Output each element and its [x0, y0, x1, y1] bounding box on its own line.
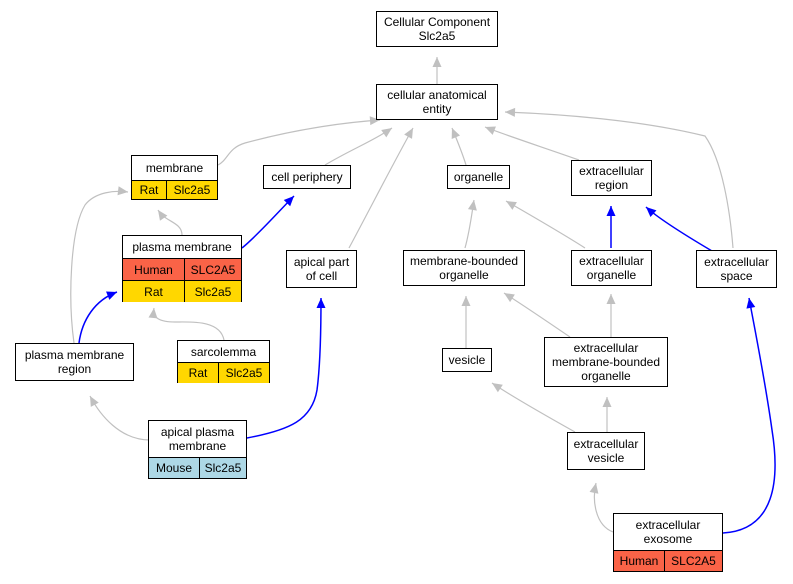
annotation-row: Rat Slc2a5: [178, 362, 269, 383]
node-apical-part-of-cell[interactable]: apical part of cell: [286, 250, 357, 288]
edge-ec-vesicle-to-vesicle: [491, 382, 576, 433]
arrowhead: [404, 128, 413, 139]
arrowhead: [369, 116, 380, 126]
node-membrane[interactable]: membrane Rat Slc2a5: [131, 155, 218, 200]
species-cell: Rat: [123, 281, 184, 302]
arrowhead: [589, 483, 599, 494]
arrowhead: [602, 397, 612, 407]
edge-ec-space-to-cae: [504, 111, 734, 249]
node-cellular-component[interactable]: Cellular Component Slc2a5: [376, 11, 498, 47]
node-label: cellular anatomical entity: [387, 88, 487, 116]
edge-apical-pm-to-pm-region: [89, 395, 151, 441]
arrowhead: [316, 298, 326, 309]
arrowhead: [606, 206, 616, 216]
edge-apical-pm-to-apical-part: [246, 297, 322, 439]
node-label: plasma membrane: [132, 240, 232, 254]
arrowhead: [606, 294, 616, 304]
node-label: extracellular vesicle: [573, 437, 639, 465]
edge-ec-mbo-to-mbo: [503, 292, 571, 338]
node-label: sarcolemma: [190, 344, 257, 359]
node-label: extracellular space: [704, 255, 769, 283]
arrowhead: [90, 396, 99, 407]
arrowhead: [505, 107, 516, 117]
node-label: organelle: [453, 170, 504, 184]
arrowhead: [283, 196, 294, 207]
arrowhead: [646, 207, 657, 218]
node-extracellular-vesicle[interactable]: extracellular vesicle: [567, 432, 645, 470]
annotation-row: Rat Slc2a5: [123, 280, 241, 302]
node-label: membrane: [145, 161, 204, 175]
node-organelle[interactable]: organelle: [447, 165, 510, 189]
annotation-row: Rat Slc2a5: [132, 180, 217, 199]
edge-exosome-to-ec-space: [722, 297, 776, 534]
arrowhead: [451, 128, 460, 139]
node-label: cell periphery: [271, 170, 343, 184]
node-label: Cellular Component Slc2a5: [383, 15, 491, 43]
node-extracellular-membrane-bounded-organelle[interactable]: extracellular membrane-bounded organelle: [544, 337, 668, 387]
species-cell: Rat: [132, 181, 166, 199]
arrowhead: [106, 291, 117, 300]
arrowhead: [432, 57, 442, 67]
edge-ec-region-to-cae: [484, 126, 580, 161]
arrowhead: [461, 296, 471, 306]
gene-cell: Slc2a5: [199, 458, 246, 478]
node-plasma-membrane-region[interactable]: plasma membrane region: [15, 343, 134, 381]
node-cell-periphery[interactable]: cell periphery: [263, 165, 351, 189]
species-cell: Rat: [178, 363, 218, 383]
edge-cell-periphery-to-cae: [324, 127, 393, 166]
gene-cell: Slc2a5: [218, 363, 269, 383]
gene-cell: Slc2a5: [184, 281, 241, 302]
arrowhead: [492, 383, 503, 393]
edge-apical-part-to-cae: [348, 127, 414, 249]
gene-cell: SLC2A5: [664, 551, 722, 571]
node-cellular-anatomical-entity[interactable]: cellular anatomical entity: [376, 84, 498, 120]
arrowhead: [504, 293, 515, 303]
node-sarcolemma[interactable]: sarcolemma Rat Slc2a5: [177, 340, 270, 383]
node-plasma-membrane[interactable]: plasma membrane Human SLC2A5 Rat Slc2a5: [122, 235, 242, 302]
gene-cell: SLC2A5: [184, 259, 241, 280]
species-cell: Human: [123, 259, 184, 280]
edge-pm-to-cell-periphery: [241, 195, 295, 249]
arrowhead: [381, 128, 392, 138]
node-label: extracellular region: [579, 164, 644, 192]
node-label: vesicle: [448, 353, 486, 367]
species-cell: Human: [614, 551, 664, 571]
node-membrane-bounded-organelle[interactable]: membrane-bounded organelle: [403, 250, 525, 286]
arrowhead: [485, 126, 496, 135]
node-label: extracellular membrane-bounded organelle: [551, 341, 661, 383]
node-label: plasma membrane region: [24, 348, 125, 376]
node-extracellular-space[interactable]: extracellular space: [696, 250, 777, 288]
node-vesicle[interactable]: vesicle: [442, 348, 492, 372]
edge-ec-organelle-to-organelle: [505, 200, 586, 249]
arrowhead: [158, 210, 168, 221]
edge-pm-region-to-membrane: [70, 190, 129, 344]
node-apical-plasma-membrane[interactable]: apical plasma membrane Mouse Slc2a5: [148, 420, 247, 479]
node-label: extracellular exosome: [635, 518, 701, 546]
node-label: membrane-bounded organelle: [409, 254, 519, 282]
annotation-row: Human SLC2A5: [123, 258, 241, 280]
node-label: extracellular organelle: [579, 254, 644, 282]
edge-pm-region-to-pm: [78, 291, 118, 344]
node-extracellular-exosome[interactable]: extracellular exosome Human SLC2A5: [613, 513, 723, 572]
arrowhead: [746, 298, 756, 309]
node-extracellular-organelle[interactable]: extracellular organelle: [571, 250, 652, 286]
annotation-row: Mouse Slc2a5: [149, 457, 246, 478]
node-extracellular-region[interactable]: extracellular region: [571, 160, 652, 196]
annotation-row: Human SLC2A5: [614, 550, 722, 571]
arrowhead: [117, 186, 128, 196]
edge-membrane-to-cae: [217, 119, 381, 166]
species-cell: Mouse: [149, 458, 199, 478]
arrowhead: [467, 200, 477, 211]
node-label: apical part of cell: [293, 255, 350, 283]
arrowhead: [148, 308, 158, 319]
edge-sarcolemma-to-pm: [153, 307, 225, 341]
edge-ec-space-to-ec-region: [645, 206, 713, 252]
node-label: apical plasma membrane: [160, 425, 235, 453]
arrowhead: [506, 201, 517, 210]
gene-cell: Slc2a5: [166, 181, 217, 199]
